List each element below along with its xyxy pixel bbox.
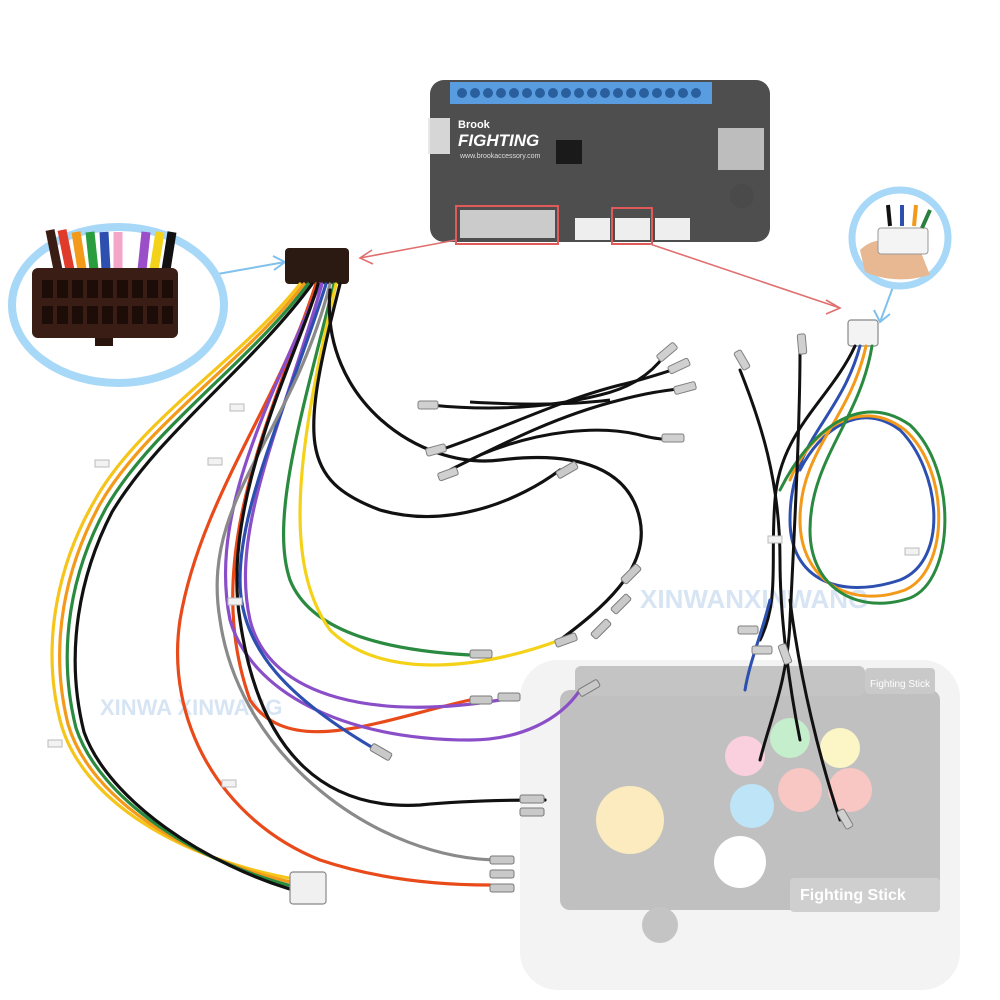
button-pink [725, 736, 765, 776]
button-red [778, 768, 822, 812]
brook-pcb: Brook FIGHTING www.brookaccessory.com [428, 80, 770, 245]
right-terminals [733, 333, 854, 830]
watermark-left: XINWA XINWANG [100, 695, 283, 720]
watermark-right: XINWANXINWANG [640, 584, 868, 614]
console-logo: Fighting Stick [800, 887, 906, 904]
button-white [714, 836, 766, 888]
button-yellow [820, 728, 860, 768]
button-green [770, 718, 810, 758]
main-wire-harness [47, 248, 643, 905]
highlight-4pin-header [611, 207, 653, 245]
connector-4pin-right [847, 319, 879, 347]
right-wire-harness [738, 319, 947, 822]
connector-20pin [285, 248, 349, 284]
callout-20pin-connector [8, 223, 228, 387]
console-badge: Fighting Stick [870, 679, 931, 690]
ground-wire-cluster [429, 354, 686, 472]
highlight-20pin-header [455, 205, 559, 245]
ground-terminals [417, 342, 697, 482]
pcb-title: FIGHTING [458, 131, 539, 150]
button-red-2 [828, 768, 872, 812]
joystick-ball [596, 786, 664, 854]
spade-terminals [369, 461, 642, 893]
callout-4pin-connector [848, 186, 952, 290]
pcb-brand: Brook [458, 119, 491, 131]
pcb-url: www.brookaccessory.com [459, 153, 541, 160]
button-blue [730, 784, 774, 828]
pointer-arrows [358, 239, 842, 315]
connector-5pin-bottom [289, 871, 327, 905]
fight-stick-console: Fighting Stick Fighting Stick [520, 660, 960, 990]
usb-port [718, 128, 764, 170]
